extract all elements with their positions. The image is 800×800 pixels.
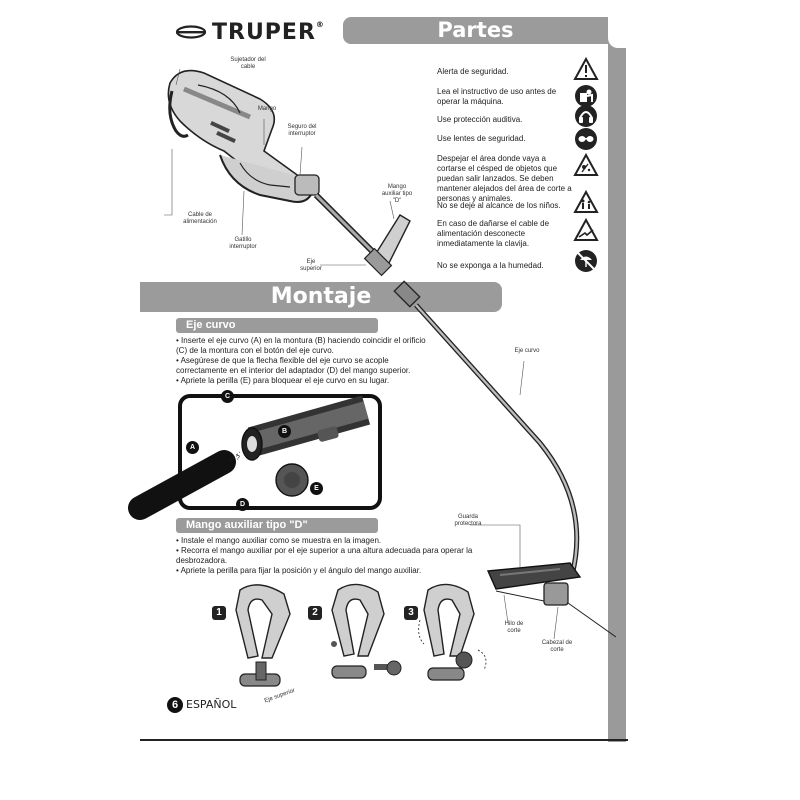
lock-knob — [275, 463, 309, 497]
label-upper-shaft: Eje superior — [300, 259, 322, 272]
warning-item: No se exponga a la humedad. — [437, 261, 544, 270]
warning-item: Alerta de seguridad. — [437, 67, 509, 76]
curved-shaft-instructions: • Inserte el eje curvo (A) en la montura… — [176, 336, 436, 386]
warning-item: Use lentes de seguridad. — [437, 134, 526, 143]
safety-glasses-icon — [575, 128, 597, 150]
aux-handle-step-3 — [418, 583, 487, 681]
callout-a: A — [186, 441, 199, 454]
label-switch-lock: Seguro del interruptor — [287, 124, 317, 137]
trimmer-illustration — [164, 68, 617, 640]
aux-handle-step-1 — [235, 584, 291, 687]
bottom-rule — [140, 739, 628, 741]
instruction-item: • Asegúrese de que la flecha flexible de… — [176, 356, 411, 375]
aux-handle-instructions: • Instale el mango auxiliar como se mues… — [176, 536, 476, 576]
label-cutting-head: Cabezal de corte — [541, 640, 573, 653]
instruction-item: • Apriete la perilla (E) para bloquear e… — [176, 376, 390, 385]
keep-children-away-icon — [573, 189, 599, 213]
label-guard: Guarda protectora — [454, 514, 482, 527]
warning-item: No se deje al alcance de los niños. — [437, 201, 561, 210]
side-bar — [608, 0, 626, 742]
ear-protection-icon — [575, 105, 597, 127]
instruction-item: • Recorra el mango auxiliar por el eje s… — [176, 546, 473, 565]
step-badge-2: 2 — [308, 606, 322, 620]
callout-c: C — [221, 390, 234, 403]
callout-b: B — [278, 425, 291, 438]
main-handle — [219, 154, 320, 203]
damaged-cable-icon — [573, 217, 599, 241]
label-power-cable: Cable de alimentación — [183, 212, 217, 225]
label-aux-handle: Mango auxiliar tipo "D" — [381, 184, 413, 204]
svg-text:?: ? — [236, 455, 240, 462]
shaft-coupler — [393, 280, 421, 308]
callout-d: D — [236, 498, 249, 511]
label-trimmer-line: Hilo de corte — [504, 621, 524, 634]
label-trigger: Gatillo interruptor — [229, 237, 257, 250]
section-title-aux-handle: Mango auxiliar tipo "D" — [176, 518, 378, 533]
truper-logo: TRUPER® — [175, 19, 325, 45]
callout-e: E — [310, 482, 323, 495]
section-banner-partes: Partes — [343, 17, 608, 44]
label-handle: Mango — [257, 106, 277, 112]
brand-name: TRUPER® — [212, 19, 325, 45]
thrown-objects-icon — [573, 152, 599, 176]
warning-item: En caso de dañarse el cable de alimentac… — [437, 219, 550, 248]
logo-mark-icon — [175, 25, 207, 39]
language-label: ESPAÑOL — [186, 698, 237, 711]
warning-item: Lea el instructivo de uso antes de opera… — [437, 87, 557, 106]
step-badge-1: 1 — [212, 606, 226, 620]
leader-lines — [164, 68, 559, 640]
instruction-item: • Apriete la perilla para fijar la posic… — [176, 566, 422, 575]
curved-shaft-diagram: ? — [128, 394, 382, 520]
instruction-item: • Instale el mango auxiliar como se mues… — [176, 536, 382, 545]
label-curved-shaft: Eje curvo — [514, 348, 540, 354]
curved-shaft — [414, 303, 580, 576]
warning-item: Despejar el área donde vaya a cortarse e… — [437, 154, 572, 203]
label-cable-holder: Sujetador del cable — [230, 57, 266, 70]
cutting-head — [495, 582, 617, 638]
instruction-item: • Inserte el eje curvo (A) en la montura… — [176, 336, 426, 355]
page-number: 6 — [167, 697, 183, 713]
read-manual-icon — [575, 85, 597, 107]
protective-guard — [486, 562, 582, 590]
section-title-curved-shaft: Eje curvo — [176, 318, 378, 333]
aux-handle-steps — [235, 583, 487, 687]
side-bar-notch — [608, 0, 626, 48]
warning-triangle-icon — [573, 56, 599, 80]
warning-item: Use protección auditiva. — [437, 115, 523, 124]
step-badge-3: 3 — [404, 606, 418, 620]
aux-handle-step-2 — [331, 583, 402, 679]
d-handle-on-shaft — [363, 214, 411, 277]
power-cable — [168, 90, 189, 138]
no-rain-icon — [575, 250, 597, 272]
section-banner-montaje: Montaje — [140, 282, 502, 312]
